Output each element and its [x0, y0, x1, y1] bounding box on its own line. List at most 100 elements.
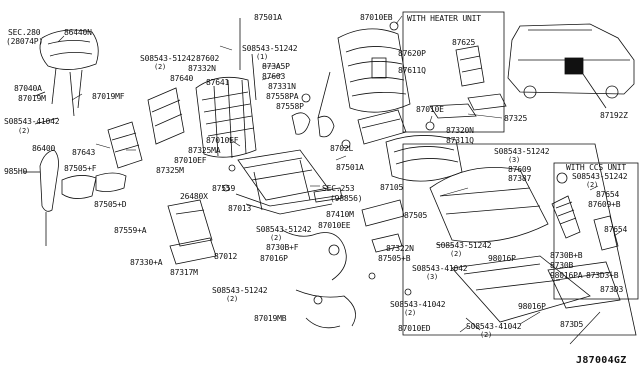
- leader-lines: [57, 15, 621, 345]
- box-title-heater: WITH HEATER UNIT: [407, 14, 481, 23]
- vehicle-silhouette: [507, 23, 635, 109]
- label-87019MF: 87019MF: [92, 92, 125, 101]
- label-qty-lower-right: (2): [450, 250, 463, 258]
- cushion-pan: [429, 167, 621, 323]
- side-covers: [61, 172, 217, 265]
- label-qty-41042-mid: (3): [426, 273, 439, 281]
- seat-cushion: [385, 21, 463, 182]
- label-87611Q: 87611Q: [398, 66, 426, 75]
- label-87320N: 87320N: [446, 126, 474, 135]
- label-87625: 87625: [452, 38, 476, 47]
- label-87330A: 87330+A: [130, 258, 163, 267]
- heater-unit-box: [402, 11, 505, 133]
- cushion-assembly-frame: [402, 143, 637, 336]
- label-87410M: 87410M: [326, 210, 354, 219]
- label-87010E: 87010E: [416, 105, 444, 114]
- label-08543-51242-right: S08543-51242: [494, 147, 550, 156]
- label-87325M: 87325M: [156, 166, 184, 175]
- label-qty-top-left: (2): [154, 63, 167, 71]
- recliner-parts: [291, 71, 351, 149]
- label-qty-bottom: (2): [226, 295, 239, 303]
- label-87603: 87603: [262, 72, 286, 81]
- label-87019M: 87019M: [18, 94, 46, 103]
- label-87505D: 87505+D: [94, 200, 127, 209]
- label-08543-51242-ccs: S08543-51242: [572, 172, 628, 181]
- label-qty-41042-lower: (2): [404, 309, 417, 317]
- label-qty-top-mid: (1): [256, 53, 269, 61]
- label-87040A: 87040A: [14, 84, 42, 93]
- label-86400: 86400: [32, 144, 56, 153]
- label-08543-41042-left: S08543-41042: [4, 117, 60, 126]
- label-sec253-ref: (98856): [330, 194, 363, 203]
- label-87325: 87325: [504, 114, 528, 123]
- label-08543-51242-bottom: S08543-51242: [212, 286, 268, 295]
- label-87558PA: 87558PA: [266, 92, 299, 101]
- diagram-code: J87004GZ: [576, 355, 627, 366]
- label-87505B: 87505+B: [378, 254, 411, 263]
- label-873A5P: 873A5P: [262, 62, 290, 71]
- label-87010EE: 87010EE: [318, 221, 351, 230]
- label-87311Q: 87311Q: [446, 136, 474, 145]
- label-qty-left: (2): [18, 127, 31, 135]
- label-87331N: 87331N: [268, 82, 296, 91]
- headrest: [34, 29, 99, 125]
- label-87325MA: 87325MA: [188, 146, 221, 155]
- label-98016P-1: 98016P: [488, 254, 516, 263]
- label-873D5: 873D5: [560, 320, 584, 329]
- label-873D3: 873D3: [600, 285, 624, 294]
- label-sec280: SEC.280: [8, 28, 41, 37]
- ccs-duct-parts: [551, 172, 619, 251]
- label-87558P: 87558P: [276, 102, 304, 111]
- label-87010EF-1: 87010EF: [206, 136, 239, 145]
- box-title-ccs: WITH CCS UNIT: [566, 163, 627, 172]
- label-87654-2: 87654: [604, 225, 628, 234]
- label-08543-51242-top-left: S08543-51242: [140, 54, 196, 63]
- label-87105: 87105: [380, 183, 404, 192]
- label-87317M: 87317M: [170, 268, 198, 277]
- label-87609: 87609: [508, 165, 532, 174]
- label-87640: 87640: [170, 74, 194, 83]
- label-87501A-mid: 87501A: [336, 163, 364, 172]
- label-08543-41042-bottom: S08543-41042: [466, 322, 522, 331]
- label-87559A: 87559+A: [114, 226, 147, 235]
- label-985H0: 985H0: [4, 167, 28, 176]
- label-qty-mid: (2): [270, 234, 283, 242]
- label-qty-right: (3): [508, 156, 521, 164]
- seat-back-board: [107, 87, 185, 169]
- label-08543-41042-lower: S08543-41042: [390, 300, 446, 309]
- label-8730BF: 8730B+F: [266, 243, 299, 252]
- label-87559: 87559: [212, 184, 236, 193]
- label-87602: 87602: [196, 54, 220, 63]
- side-trim-985H0: [24, 149, 59, 246]
- label-87505F: 87505+F: [64, 164, 97, 173]
- label-98016P-2: 98016P: [518, 302, 546, 311]
- label-87654-1: 87654: [596, 190, 620, 199]
- label-87643: 87643: [72, 148, 96, 157]
- heater-mats: [429, 45, 507, 119]
- label-8702L: 8702L: [330, 144, 354, 153]
- label-87505: 87505: [404, 211, 428, 220]
- label-sec253: SEC.253: [322, 184, 355, 193]
- label-87010EB: 87010EB: [360, 13, 393, 22]
- ccs-unit-box: [553, 162, 639, 300]
- small-parts: [313, 187, 481, 331]
- label-8730B: 8730B: [550, 261, 574, 270]
- label-qty-41042-bottom: (2): [480, 331, 493, 339]
- label-87609B: 87609+B: [588, 200, 621, 209]
- label-87332N: 87332N: [188, 64, 216, 73]
- label-87019MB: 87019MB: [254, 314, 287, 323]
- label-87387: 87387: [508, 174, 532, 183]
- label-98016PA: 98016PA: [550, 271, 583, 280]
- label-87010ED: 87010ED: [398, 324, 431, 333]
- label-87192Z: 87192Z: [600, 111, 628, 120]
- label-873D3B: 873D3+B: [586, 271, 619, 280]
- label-87016P: 87016P: [260, 254, 288, 263]
- label-08543-41042-mid: S08543-41042: [412, 264, 468, 273]
- seat-frame: [222, 149, 337, 215]
- label-87620P: 87620P: [398, 49, 426, 58]
- label-87010EF-2: 87010EF: [174, 156, 207, 165]
- label-08543-51242-top-mid: S08543-51242: [242, 44, 298, 53]
- wire-harness: [281, 229, 356, 329]
